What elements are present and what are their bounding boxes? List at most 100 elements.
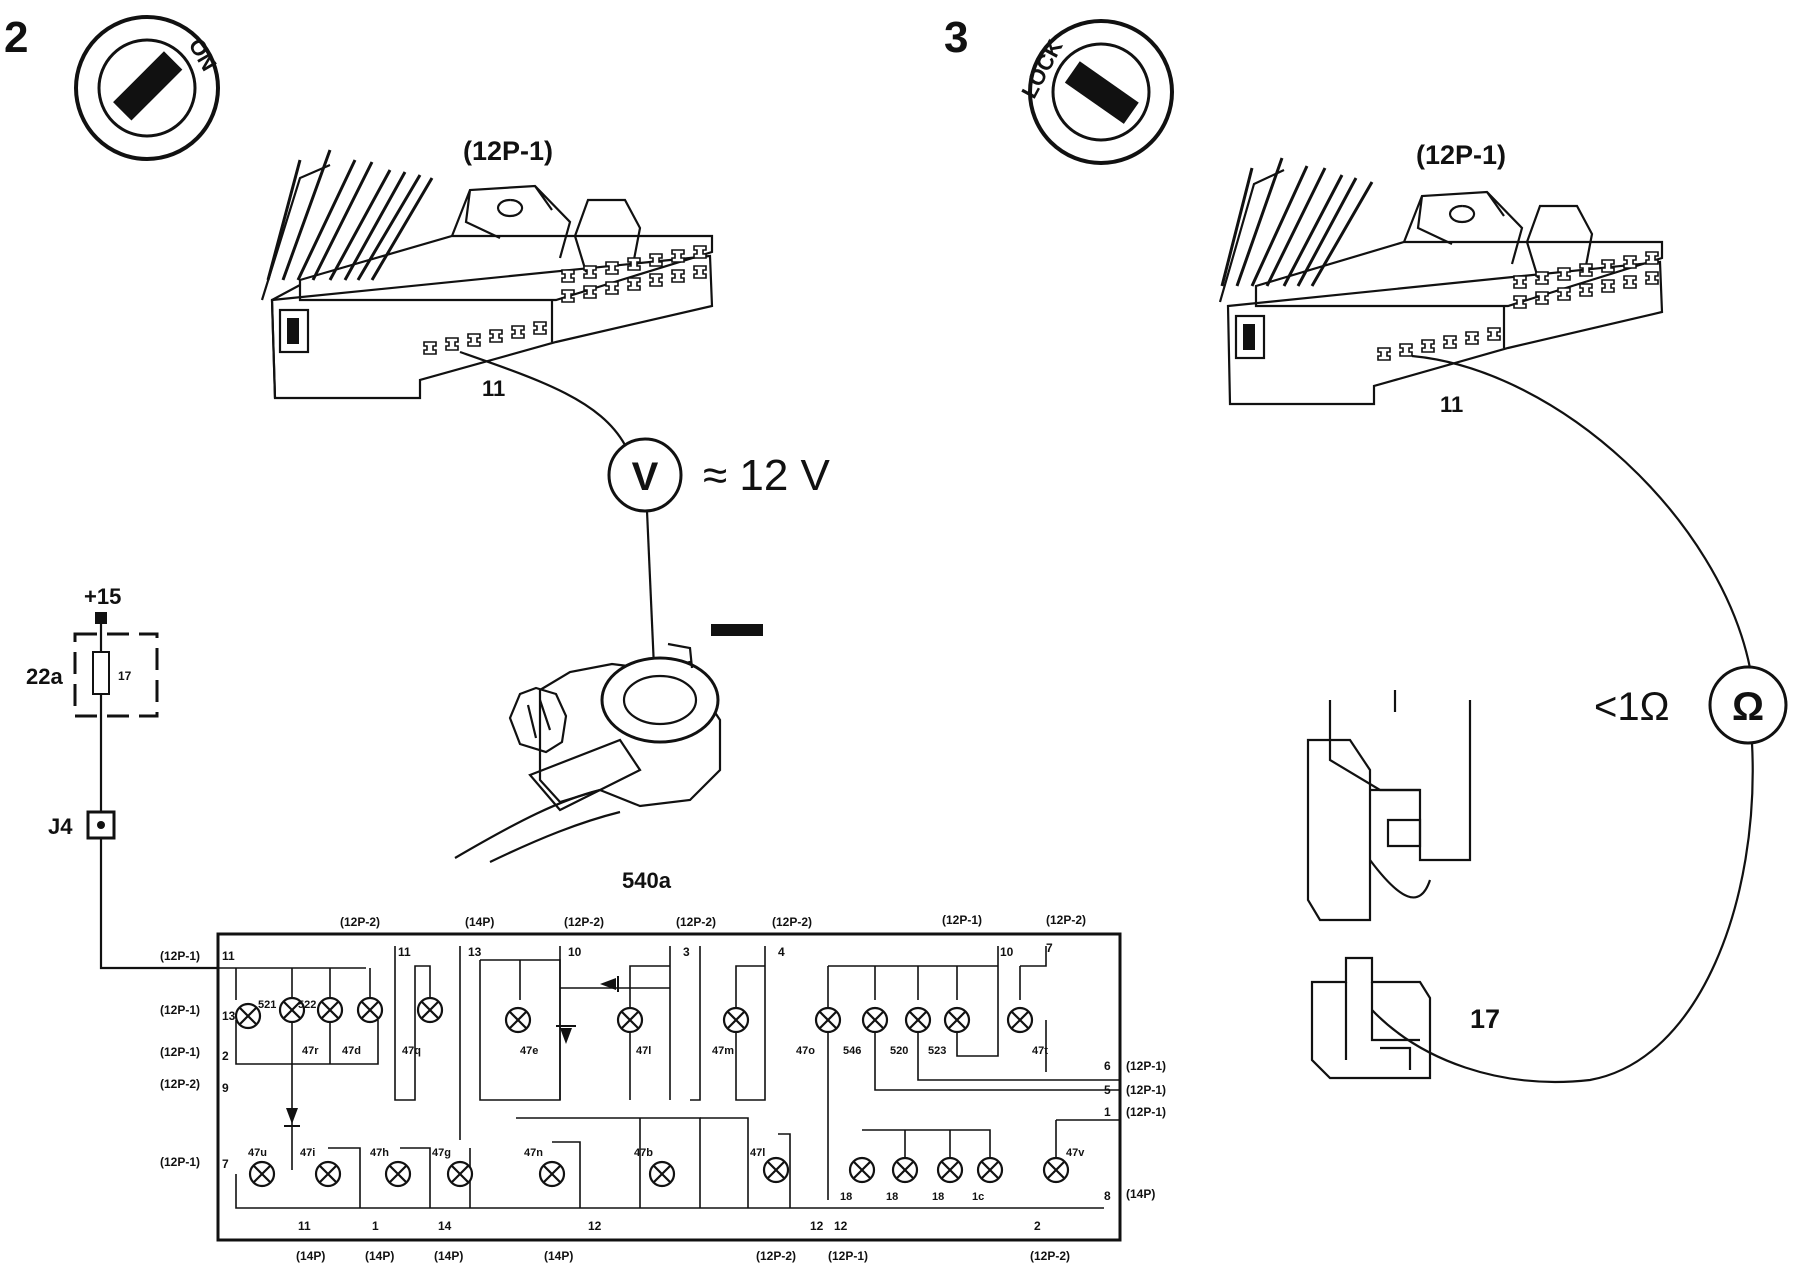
bottom-connector-label: (14P) bbox=[544, 1249, 573, 1263]
pin-number: 13 bbox=[468, 945, 482, 959]
lamp-label: 47h bbox=[370, 1147, 389, 1159]
bottom-connector-label: (14P) bbox=[296, 1249, 325, 1263]
fuse-icon bbox=[92, 651, 110, 695]
top-connector-label: (14P) bbox=[465, 915, 494, 929]
fuse-number: 17 bbox=[118, 669, 132, 683]
bottom-connector-label: (12P-1) bbox=[828, 1249, 868, 1263]
lamp-label: 18 bbox=[932, 1191, 944, 1203]
pin-number: 11 bbox=[298, 1219, 311, 1233]
connector-12p1-left bbox=[260, 149, 714, 400]
top-connector-label: (12P-2) bbox=[340, 915, 380, 929]
pin-number: 2 bbox=[1034, 1219, 1041, 1233]
ignition-switch-on-icon: ON bbox=[74, 15, 222, 161]
lamp-label: 47u bbox=[248, 1147, 267, 1159]
pin-number: 12 bbox=[810, 1219, 824, 1233]
right-connector-label: (14P) bbox=[1126, 1187, 1155, 1201]
lamp-label: 47r bbox=[302, 1045, 319, 1057]
ohmmeter-symbol: Ω bbox=[1732, 685, 1764, 729]
right-connector-label: (12P-1) bbox=[1126, 1083, 1166, 1097]
pin-number: 10 bbox=[568, 945, 582, 959]
lamp-label: 522 bbox=[298, 999, 316, 1011]
pin-number: 10 bbox=[1000, 945, 1014, 959]
ignition-switch-lock-icon: LOCK bbox=[1016, 19, 1174, 165]
voltmeter-reading: ≈ 12 V bbox=[703, 451, 831, 500]
lamp-label: 47l bbox=[636, 1045, 651, 1057]
step-number-2: 2 bbox=[4, 13, 28, 62]
bottom-connector-label: (12P-2) bbox=[756, 1249, 796, 1263]
pin-number: 2 bbox=[222, 1049, 229, 1063]
fuse-box-outline bbox=[73, 632, 159, 718]
bottom-connector-label: (12P-2) bbox=[1030, 1249, 1070, 1263]
probe-lead-ground bbox=[1371, 742, 1754, 1084]
ohmmeter-icon bbox=[1708, 665, 1788, 745]
right-connector-label: (12P-1) bbox=[1126, 1059, 1166, 1073]
left-connector-label: (12P-2) bbox=[160, 1077, 200, 1091]
lamp-label: 47m bbox=[712, 1045, 734, 1057]
top-connector-label: (12P-2) bbox=[676, 915, 716, 929]
pin-number: 1 bbox=[1104, 1105, 1111, 1119]
pin-number: 4 bbox=[778, 945, 785, 959]
pin-number: 7 bbox=[1046, 941, 1053, 955]
lamp-label: 47n bbox=[524, 1147, 543, 1159]
pin-number: 9 bbox=[222, 1081, 229, 1095]
pin-11-label-right: 11 bbox=[1440, 392, 1463, 417]
lamp-label: 521 bbox=[258, 999, 276, 1011]
ground-terminal-icon bbox=[454, 642, 722, 863]
lamp-label: 18 bbox=[840, 1191, 852, 1203]
step-number-3: 3 bbox=[944, 13, 968, 62]
bottom-connector-label: (14P) bbox=[365, 1249, 394, 1263]
top-connector-label: (12P-2) bbox=[564, 915, 604, 929]
lamp-label: 546 bbox=[843, 1045, 861, 1057]
lamp-label: 47l bbox=[750, 1147, 765, 1159]
lamp-label: 1c bbox=[972, 1191, 984, 1203]
pin-number: 7 bbox=[222, 1157, 229, 1171]
pin-number: 13 bbox=[222, 1009, 236, 1023]
lamp-label: 47i bbox=[300, 1147, 315, 1159]
supply-terminal bbox=[95, 612, 107, 624]
voltmeter-symbol: V bbox=[632, 455, 659, 499]
lamp-label: 47d bbox=[342, 1045, 361, 1057]
left-connector-label: (12P-1) bbox=[160, 1155, 200, 1169]
pin-number: 6 bbox=[1104, 1059, 1111, 1073]
ohmmeter-reading: <1Ω bbox=[1594, 685, 1670, 729]
left-connector-label: (12P-1) bbox=[160, 1003, 200, 1017]
fuse-terminal-icon bbox=[1306, 690, 1472, 1080]
junction-label: J4 bbox=[48, 814, 73, 839]
connector-label-left: (12P-1) bbox=[463, 136, 553, 166]
pin-number: 3 bbox=[683, 945, 690, 959]
left-connector-label: (12P-1) bbox=[160, 949, 200, 963]
probe-lead-positive bbox=[459, 350, 626, 446]
pin-number: 11 bbox=[398, 945, 411, 959]
supply-label: +15 bbox=[84, 584, 121, 609]
right-connector-label: (12P-1) bbox=[1126, 1105, 1166, 1119]
pin-11-label-left: 11 bbox=[482, 376, 505, 401]
lamp-label: 47t bbox=[1032, 1045, 1048, 1057]
ground-label: 540a bbox=[622, 868, 672, 893]
lamp-label: 47b bbox=[634, 1147, 653, 1159]
lamp-label: 47v bbox=[1066, 1147, 1085, 1159]
lamp-label: 520 bbox=[890, 1045, 908, 1057]
pin-number: 8 bbox=[1104, 1189, 1111, 1203]
lamp-label: 18 bbox=[886, 1191, 898, 1203]
minus-sign-icon bbox=[711, 624, 763, 636]
lamp-label: 47q bbox=[402, 1045, 421, 1057]
top-connector-label: (12P-2) bbox=[772, 915, 812, 929]
voltmeter-icon bbox=[607, 437, 683, 513]
fuse-box-label: 22a bbox=[26, 664, 63, 689]
pin-number: 12 bbox=[834, 1219, 848, 1233]
instrument-panel-schematic: (12P-2) (14P) (12P-2) (12P-2) (12P-2) (1… bbox=[160, 913, 1166, 1263]
pin-number: 1 bbox=[372, 1219, 379, 1233]
top-connector-label: (12P-2) bbox=[1046, 913, 1086, 927]
connector-12p1-right bbox=[1218, 157, 1664, 406]
left-connector-label: (12P-1) bbox=[160, 1045, 200, 1059]
pin-number: 11 bbox=[222, 949, 235, 963]
bottom-connector-label: (14P) bbox=[434, 1249, 463, 1263]
top-connector-label: (12P-1) bbox=[942, 913, 982, 927]
connector-label-right: (12P-1) bbox=[1416, 140, 1506, 170]
fuse-terminal-label: 17 bbox=[1470, 1004, 1500, 1034]
lamp-label: 47g bbox=[432, 1147, 451, 1159]
probe-lead-ohm bbox=[1411, 354, 1752, 669]
lamp-label: 47o bbox=[796, 1045, 815, 1057]
pin-number: 12 bbox=[588, 1219, 602, 1233]
lamp-label: 523 bbox=[928, 1045, 946, 1057]
